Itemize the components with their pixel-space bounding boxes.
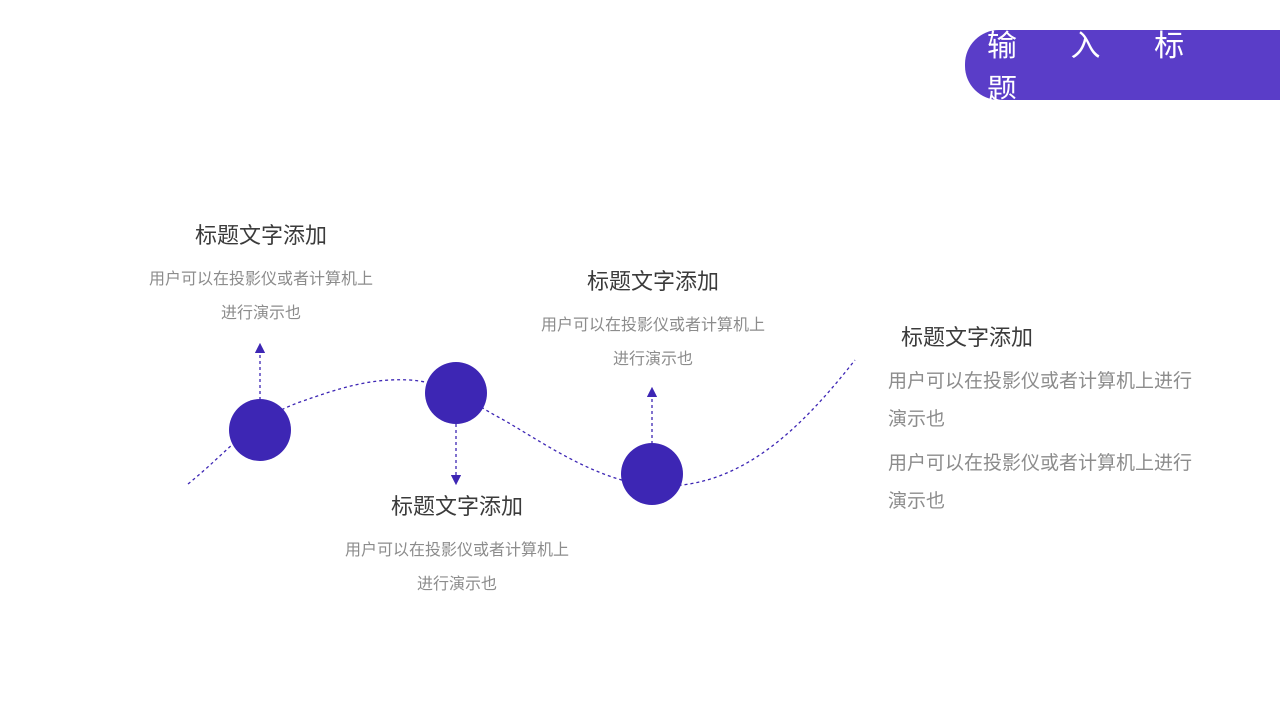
node-1 [229,399,291,461]
side-paragraph-2: 用户可以在投影仪或者计算机上进行演示也 [888,452,1193,512]
step-1-text: 用户可以在投影仪或者计算机上进行演示也 [148,269,373,322]
step-1-heading: 标题文字添加 [194,224,327,249]
step-2-text: 用户可以在投影仪或者计算机上进行演示也 [344,540,569,593]
side-description: 标题文字添加 用户可以在投影仪或者计算机上进行演示也 用户可以在投影仪或者计算机… [888,322,1198,520]
step-1-block: 标题文字添加 用户可以在投影仪或者计算机上进行演示也 [146,222,376,330]
step-2-heading: 标题文字添加 [390,495,523,520]
side-heading: 标题文字添加 [901,326,1034,351]
wave-path [187,359,856,487]
page-title: 输 入 标 题 [987,29,1207,108]
step-3-text: 用户可以在投影仪或者计算机上进行演示也 [540,315,765,368]
step-3-block: 标题文字添加 用户可以在投影仪或者计算机上进行演示也 [538,268,768,376]
step-3-heading: 标题文字添加 [586,270,719,295]
node-2 [425,362,487,424]
title-banner: 输 入 标 题 [965,29,1280,108]
side-paragraph-1: 用户可以在投影仪或者计算机上进行演示也 [888,370,1193,430]
node-3 [621,443,683,505]
step-2-block: 标题文字添加 用户可以在投影仪或者计算机上进行演示也 [342,493,572,601]
